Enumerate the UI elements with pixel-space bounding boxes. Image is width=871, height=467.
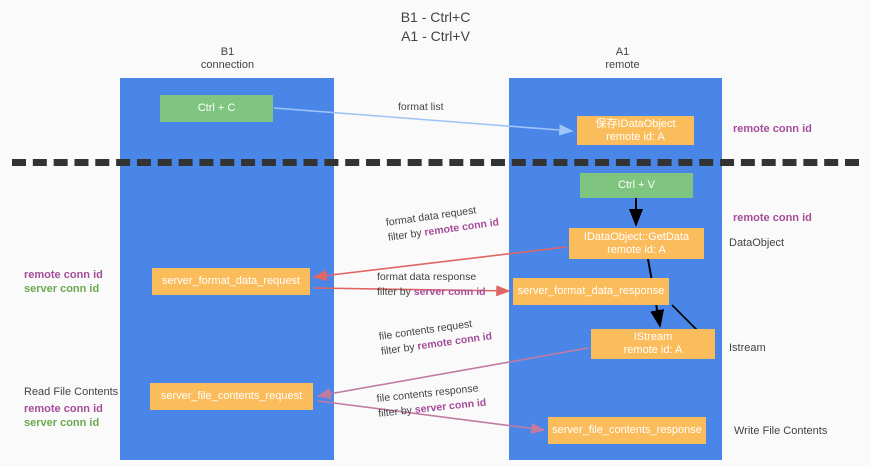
title-line-2: A1 - Ctrl+V (401, 28, 470, 44)
node-getdata[interactable]: IDataObject::GetData remote id: A (569, 228, 704, 259)
lane-a1-role: remote (605, 59, 640, 71)
annotation-left-remote-conn-id-2: remote conn id (24, 403, 103, 415)
annotation-left-conn-ids-top: remote conn id server conn id (24, 268, 103, 296)
edge-label-file-contents-request: file contents request filter by remote c… (378, 314, 493, 359)
annotation-left-remote-conn-id-1: remote conn id (24, 269, 103, 281)
diagram-title: B1 - Ctrl+C A1 - Ctrl+V (0, 8, 871, 46)
edge-label-format-data-response: format data response filter by server co… (377, 270, 486, 300)
lane-b1-name: B1 (220, 46, 235, 58)
edge-label-format-list-text: format list (398, 101, 444, 113)
lane-header-a1: A1 remote (535, 46, 710, 72)
node-ctrl-c[interactable]: Ctrl + C (160, 95, 273, 122)
filter-prefix: filter by (387, 227, 423, 244)
edge-label-format-list: format list (398, 100, 444, 115)
node-server-format-data-request-label: server_format_data_request (161, 275, 301, 287)
node-server-format-data-response[interactable]: server_format_data_response (513, 278, 669, 305)
annotation-remote-conn-id-top: remote conn id (733, 123, 812, 135)
lane-a1-name: A1 (615, 46, 630, 58)
node-istream[interactable]: IStream remote id: A (591, 329, 715, 359)
node-ctrl-v[interactable]: Ctrl + V (580, 173, 693, 198)
node-getdata-label: IDataObject::GetData (583, 230, 690, 243)
annotation-left-conn-ids-bottom: remote conn id server conn id (24, 402, 103, 430)
node-server-format-data-request[interactable]: server_format_data_request (152, 268, 310, 295)
filter-prefix: filter by (377, 404, 413, 420)
phase-divider (12, 159, 859, 166)
node-idataobject-label: 保存IDataObject (595, 117, 676, 130)
node-server-format-data-response-label: server_format_data_response (517, 285, 665, 297)
node-idataobject[interactable]: 保存IDataObject remote id: A (577, 116, 694, 145)
filter-prefix: filter by (380, 341, 416, 358)
node-server-file-contents-response-label: server_file_contents_response (552, 424, 702, 436)
edge-label-file-contents-response: file contents response filter by server … (376, 381, 487, 422)
annotation-read-file-contents: Read File Contents (24, 386, 119, 398)
annotation-dataobject: DataObject (729, 237, 785, 249)
node-istream-sub: remote id: A (623, 344, 683, 356)
annotation-left-server-conn-id-1: server conn id (24, 283, 100, 295)
annotation-remote-conn-id-mid: remote conn id (733, 212, 812, 224)
node-server-file-contents-request-label: server_file_contents_request (160, 390, 303, 402)
annotation-write-file-contents: Write File Contents (734, 425, 828, 437)
edge-label-format-data-response-text: format data response (377, 271, 477, 283)
node-server-file-contents-request[interactable]: server_file_contents_request (150, 383, 313, 410)
annotation-left-server-conn-id-2: server conn id (24, 417, 100, 429)
node-istream-label: IStream (633, 331, 673, 343)
filter-key: server conn id (413, 286, 486, 298)
title-line-1: B1 - Ctrl+C (400, 9, 471, 25)
node-server-file-contents-response[interactable]: server_file_contents_response (548, 417, 706, 444)
node-idataobject-sub: remote id: A (606, 130, 665, 143)
lane-b1-role: connection (200, 59, 255, 71)
lane-header-b1: B1 connection (140, 46, 315, 72)
node-ctrl-c-label: Ctrl + C (197, 102, 236, 114)
filter-prefix: filter by (377, 286, 411, 298)
node-ctrl-v-label: Ctrl + V (618, 179, 655, 191)
node-getdata-sub: remote id: A (607, 243, 666, 256)
annotation-istream: Istream (729, 342, 766, 354)
edge-label-format-data-response-filter: filter by server conn id (377, 285, 486, 300)
edge-label-format-data-request: format data request filter by remote con… (385, 200, 500, 245)
